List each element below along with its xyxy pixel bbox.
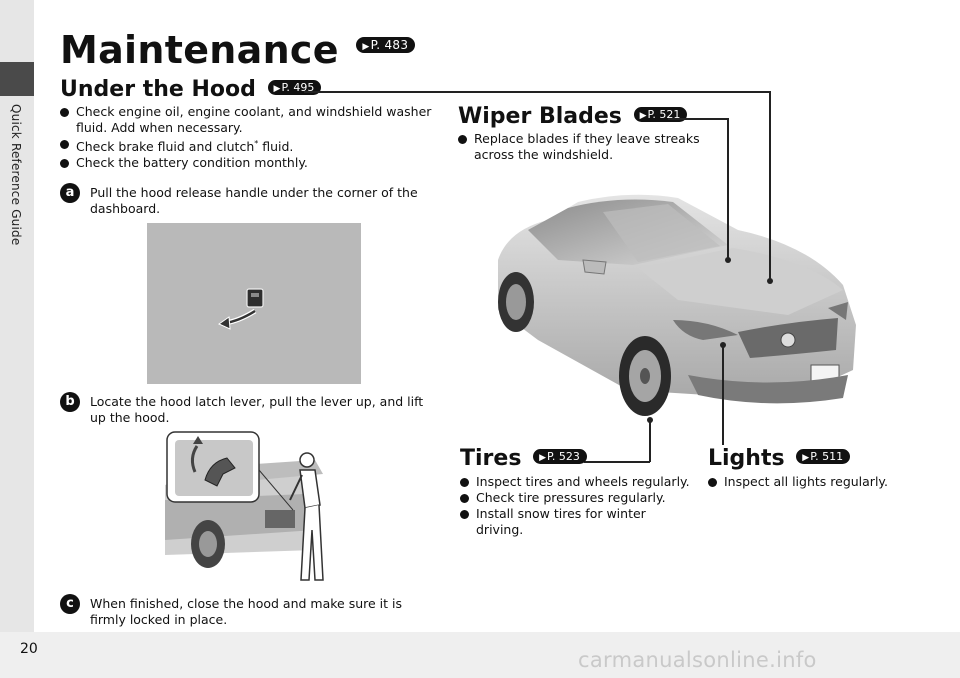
lights-callout-dot [720, 342, 726, 348]
wiper-callout-line [727, 118, 729, 259]
car-illustration [488, 190, 868, 425]
page-title-text: Maintenance [60, 28, 339, 72]
section-heading-text: Under the Hood [60, 77, 256, 102]
lights-bullets: Inspect all lights regularly. [708, 474, 948, 490]
hood-latch-illustration [165, 431, 324, 581]
section-heading-text: Lights [708, 446, 785, 471]
section-heading-lights: Lights ▶P. 511 [708, 446, 851, 471]
list-item: Replace blades if they leave streaks acr… [458, 131, 703, 163]
page-ref-arrow-icon: ▶ [639, 110, 647, 121]
sidebar-label: Quick Reference Guide [9, 104, 23, 246]
page-ref-arrow-icon: ▶ [802, 452, 810, 463]
list-item: Check brake fluid and clutch* fluid. [60, 136, 435, 155]
step-text-b: Locate the hood latch lever, pull the le… [90, 394, 424, 425]
under-hood-callout-dot [767, 278, 773, 284]
watermark: carmanualsonline.info [578, 648, 817, 672]
sedan-drawing [498, 194, 856, 416]
under-hood-ref-link[interactable]: ▶P. 495 [267, 79, 322, 95]
tires-ref-link[interactable]: ▶P. 523 [533, 448, 587, 464]
tires-callout-line [584, 461, 650, 463]
page-ref-link[interactable]: ▶P. 483 [356, 36, 416, 53]
step-badge-a: a [60, 183, 80, 203]
wiper-ref-link[interactable]: ▶P. 521 [633, 106, 688, 122]
section-heading-wiper-blades: Wiper Blades ▶P. 521 [458, 104, 688, 129]
hood-release-illustration [147, 223, 361, 384]
wiper-bullets: Replace blades if they leave streaks acr… [458, 131, 703, 163]
section-heading-tires: Tires ▶P. 523 [460, 446, 587, 471]
page-number: 20 [20, 641, 38, 657]
page-title: Maintenance ▶P. 483 [60, 28, 416, 72]
list-item: Check tire pressures regularly. [460, 490, 692, 506]
lights-callout-line [722, 345, 724, 445]
tires-callout-line [649, 420, 651, 462]
footer-bar [0, 632, 960, 678]
asterisk-mark: * [254, 139, 259, 148]
step-text-c: When finished, close the hood and make s… [90, 596, 403, 627]
section-heading-text: Tires [460, 446, 522, 471]
under-hood-callout-line [769, 91, 771, 280]
step-text-a: Pull the hood release handle under the c… [90, 185, 418, 216]
sidebar-active-tab[interactable] [0, 62, 34, 96]
under-hood-callout-line [304, 91, 770, 93]
step-badge-b: b [60, 392, 80, 412]
list-item: Check the battery condition monthly. [60, 155, 435, 171]
section-heading-text: Wiper Blades [458, 104, 622, 129]
list-item: Check engine oil, engine coolant, and wi… [60, 104, 435, 136]
page-ref-arrow-icon: ▶ [362, 41, 370, 52]
page-ref-arrow-icon: ▶ [539, 452, 547, 463]
hood-release-photo [147, 223, 361, 384]
wiper-callout-dot [725, 257, 731, 263]
step-badge-c: c [60, 594, 80, 614]
tires-callout-dot [647, 417, 653, 423]
sidebar [0, 0, 34, 632]
section-heading-under-hood: Under the Hood ▶P. 495 [60, 77, 322, 102]
list-item: Inspect all lights regularly. [708, 474, 948, 490]
lights-ref-link[interactable]: ▶P. 511 [796, 448, 851, 464]
under-hood-bullets: Check engine oil, engine coolant, and wi… [60, 104, 435, 171]
tires-bullets: Inspect tires and wheels regularly. Chec… [460, 474, 692, 538]
list-item: Inspect tires and wheels regularly. [460, 474, 692, 490]
page-ref-arrow-icon: ▶ [273, 83, 281, 94]
hood-latch-photo [165, 430, 355, 588]
list-item: Install snow tires for winter driving. [460, 506, 692, 538]
wiper-callout-line [668, 118, 728, 120]
